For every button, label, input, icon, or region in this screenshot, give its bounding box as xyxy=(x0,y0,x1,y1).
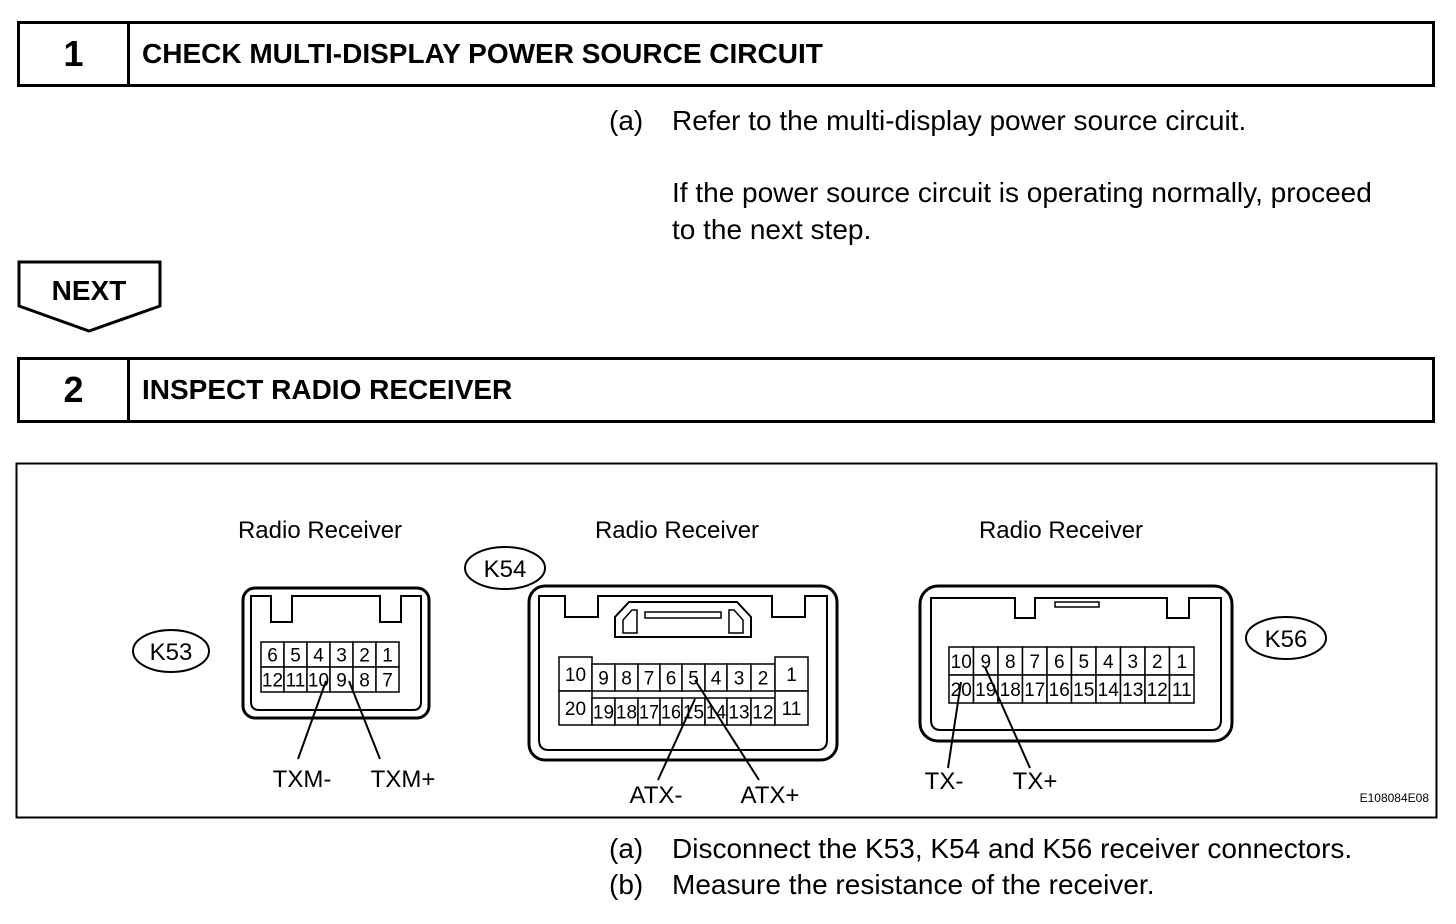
k53-id-oval xyxy=(132,629,210,673)
connector-2-pin-2: 2 xyxy=(1152,652,1163,673)
connector-2-pin-18: 18 xyxy=(1000,680,1021,701)
k53-label-txm-minus: TXM- xyxy=(273,766,332,793)
k53-id: K53 xyxy=(150,639,193,666)
step-2-number: 2 xyxy=(20,360,130,420)
connector-1-pin-5: 5 xyxy=(688,668,699,689)
connector-2-pin-8: 8 xyxy=(1005,652,1016,673)
step-1-note-line-1: If the power source circuit is operating… xyxy=(672,177,1372,208)
k54-label-atx-plus: ATX+ xyxy=(741,782,800,809)
connector-2-pin-3: 3 xyxy=(1127,652,1138,673)
connector-1-pin-3: 3 xyxy=(734,668,745,689)
connector-2-pin-7: 7 xyxy=(1029,652,1040,673)
connector-2-pin-17: 17 xyxy=(1024,680,1045,701)
connector-1-pin-18: 18 xyxy=(616,702,637,723)
connector-2-pin-13: 13 xyxy=(1122,680,1143,701)
step-2-header: 2 INSPECT RADIO RECEIVER xyxy=(17,357,1435,423)
connector-0-pin-4: 4 xyxy=(313,645,324,666)
connector-1-pin-9: 9 xyxy=(598,668,609,689)
k56-title: Radio Receiver xyxy=(979,517,1143,544)
next-label: NEXT xyxy=(52,275,127,306)
k56-leader-tx-minus xyxy=(947,681,962,769)
k54-leader-atx-minus xyxy=(657,698,696,781)
k56-id-oval xyxy=(1245,616,1327,660)
connector-1-pin-4: 4 xyxy=(711,668,722,689)
k53-leader-txm-plus xyxy=(348,680,381,760)
connector-2-pin-16: 16 xyxy=(1049,680,1070,701)
step-2-item-b-marker: (b) xyxy=(609,869,644,900)
k53-title: Radio Receiver xyxy=(238,517,402,544)
connector-1-pin-10: 10 xyxy=(565,665,586,686)
connector-2-pin-11: 11 xyxy=(1172,680,1192,701)
connector-1-pin-2: 2 xyxy=(758,668,769,689)
k54-title: Radio Receiver xyxy=(595,517,759,544)
connector-1-pin-6: 6 xyxy=(666,668,677,689)
connector-1-pin-11: 11 xyxy=(782,699,802,720)
step-1-item-a-text: Refer to the multi-display power source … xyxy=(672,105,1247,136)
k54-leader-atx-plus xyxy=(694,679,760,781)
connector-2-pin-15: 15 xyxy=(1073,680,1094,701)
connector-2-pin-12: 12 xyxy=(1147,680,1168,701)
k53-leader-txm-minus xyxy=(297,680,327,760)
connector-1-pin-7: 7 xyxy=(644,668,655,689)
connector-0-pin-3: 3 xyxy=(336,645,347,666)
connector-0-pin-1: 1 xyxy=(382,645,393,666)
k56-label-tx-minus: TX- xyxy=(925,768,964,795)
connector-1-pin-20: 20 xyxy=(565,699,586,720)
step-2-item-b-text: Measure the resistance of the receiver. xyxy=(672,869,1155,900)
step-1-title: CHECK MULTI-DISPLAY POWER SOURCE CIRCUIT xyxy=(142,38,823,69)
figure-code: E108084E08 xyxy=(1360,791,1430,805)
connector-2-pin-19: 19 xyxy=(975,680,996,701)
step-2-title: INSPECT RADIO RECEIVER xyxy=(142,374,513,405)
connector-0-pin-2: 2 xyxy=(359,645,370,666)
connector-2-pin-6: 6 xyxy=(1054,652,1065,673)
connector-2-pin-10: 10 xyxy=(951,652,972,673)
connector-1-pin-12: 12 xyxy=(752,702,773,723)
step-2-item-a-marker: (a) xyxy=(609,833,644,864)
connector-1-pin-16: 16 xyxy=(661,702,681,723)
connector-2-pin-1: 1 xyxy=(1176,652,1187,673)
connector-0-pin-12: 12 xyxy=(262,670,283,691)
connector-2-pin-4: 4 xyxy=(1103,652,1114,673)
k54-label-atx-minus: ATX- xyxy=(630,782,683,809)
connector-2-pin-20: 20 xyxy=(951,680,972,701)
connector-1-pin-19: 19 xyxy=(593,702,614,723)
step-1-note-line-2: to the next step. xyxy=(672,214,872,245)
connector-1-pin-8: 8 xyxy=(621,668,632,689)
k54-id: K54 xyxy=(484,556,527,583)
k56-id: K56 xyxy=(1265,626,1308,653)
step-1-header: 1 CHECK MULTI-DISPLAY POWER SOURCE CIRCU… xyxy=(17,21,1435,87)
connector-0-pin-7: 7 xyxy=(382,670,393,691)
step-1-item-a-marker: (a) xyxy=(609,105,644,136)
connector-1-pin-13: 13 xyxy=(728,702,749,723)
connector-1-pin-15: 15 xyxy=(683,702,704,723)
connector-0-pin-11: 11 xyxy=(286,670,306,691)
connector-0-pin-6: 6 xyxy=(267,645,278,666)
next-arrow: NEXT xyxy=(17,260,162,333)
connector-2-pin-5: 5 xyxy=(1078,652,1089,673)
k56-label-tx-plus: TX+ xyxy=(1013,768,1058,795)
connector-2-pin-14: 14 xyxy=(1098,680,1120,701)
connector-1-pin-17: 17 xyxy=(639,702,659,723)
connector-0-pin-5: 5 xyxy=(290,645,301,666)
k54-id-oval xyxy=(464,546,546,590)
connector-2-pin-9: 9 xyxy=(980,652,991,673)
connector-0-pin-10: 10 xyxy=(308,670,329,691)
k53-label-txm-plus: TXM+ xyxy=(371,766,436,793)
connector-1-pin-1: 1 xyxy=(786,665,797,686)
k56-leader-tx-plus xyxy=(984,666,1031,769)
step-2-item-a-text: Disconnect the K53, K54 and K56 receiver… xyxy=(672,833,1353,864)
connector-0-pin-9: 9 xyxy=(336,670,347,691)
connector-0-pin-8: 8 xyxy=(359,670,370,691)
step-1-number: 1 xyxy=(20,24,130,84)
